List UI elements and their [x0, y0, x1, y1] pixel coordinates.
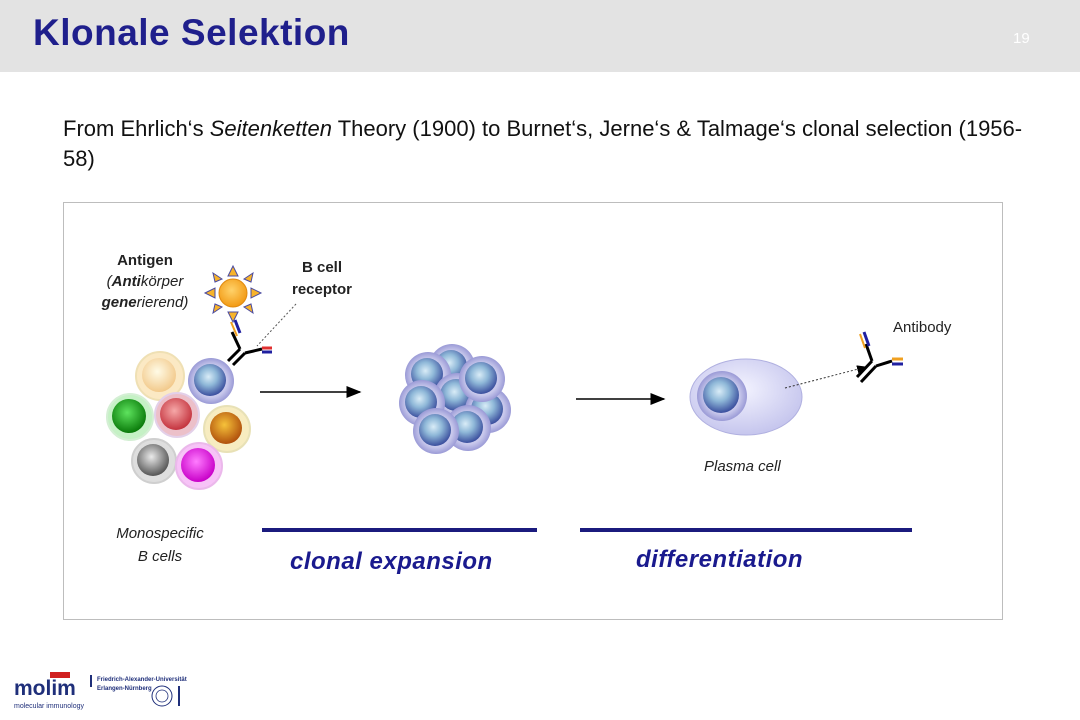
- monospecific-label: Monospecific B cells: [90, 522, 230, 568]
- slide-subtitle: From Ehrlich‘s Seitenketten Theory (1900…: [63, 114, 1023, 174]
- monospecific-label-line1: Monospecific: [116, 525, 204, 542]
- bcr-label: B cell receptor: [272, 257, 372, 301]
- molim-logo-subtext: molecular immunology: [14, 703, 85, 710]
- page-number: 19: [1013, 30, 1030, 47]
- b-cell-orange: [203, 405, 251, 453]
- stage-label-differentiation: differentiation: [636, 546, 804, 573]
- b-cell-peach: [135, 351, 185, 401]
- university-seal-icon: [151, 685, 173, 707]
- antigen-label-line2: (Antikörper: [106, 273, 184, 290]
- molim-logo: molim molecular immunology Friedrich-Ale…: [14, 672, 187, 710]
- antigen-label-line1: Antigen: [117, 252, 173, 269]
- antigen-label: Antigen (Antikörper generierend): [76, 250, 214, 313]
- b-cell-green: [106, 393, 154, 441]
- b-cell-receptor-icon: [226, 319, 272, 367]
- b-cell-blue-selected: [188, 358, 234, 404]
- bcr-label-line1: B cell: [301, 259, 343, 276]
- b-cell-cluster: [106, 351, 251, 490]
- footer-logos: molim molecular immunology Friedrich-Ale…: [14, 672, 204, 717]
- b-cell-magenta: [175, 442, 223, 490]
- subtitle-text-1: From Ehrlich‘s: [63, 116, 210, 141]
- university-line2: Erlangen-Nürnberg: [97, 686, 152, 692]
- subtitle-text-2: Theory (1900) to Burnet‘s, Jerne‘s & Tal…: [63, 116, 1023, 171]
- antibody-label: Antibody: [893, 319, 952, 336]
- stage-label-clonal-expansion: clonal expansion: [290, 548, 493, 575]
- expanded-clone-cluster: [399, 344, 511, 454]
- molim-logo-text: molim: [14, 677, 76, 700]
- antigen-label-line3: generierend): [101, 294, 189, 311]
- antigen-sun-icon: [203, 264, 263, 324]
- header-bar: Klonale Selektion 19: [0, 0, 1080, 72]
- monospecific-label-line2: B cells: [137, 548, 183, 565]
- b-cell-red: [154, 392, 200, 438]
- slide-title: Klonale Selektion: [33, 12, 350, 53]
- plasma-cell: [689, 358, 803, 436]
- bcr-label-line2: receptor: [291, 281, 353, 298]
- university-line1: Friedrich-Alexander-Universität: [97, 677, 187, 683]
- antibody-secretion-pointer: [784, 365, 867, 389]
- plasma-cell-label: Plasma cell: [704, 458, 781, 475]
- antibody-icon: [855, 331, 903, 384]
- b-cell-gray: [131, 438, 177, 484]
- bcr-pointer-line: [256, 303, 297, 347]
- subtitle-italic: Seitenketten: [209, 116, 332, 141]
